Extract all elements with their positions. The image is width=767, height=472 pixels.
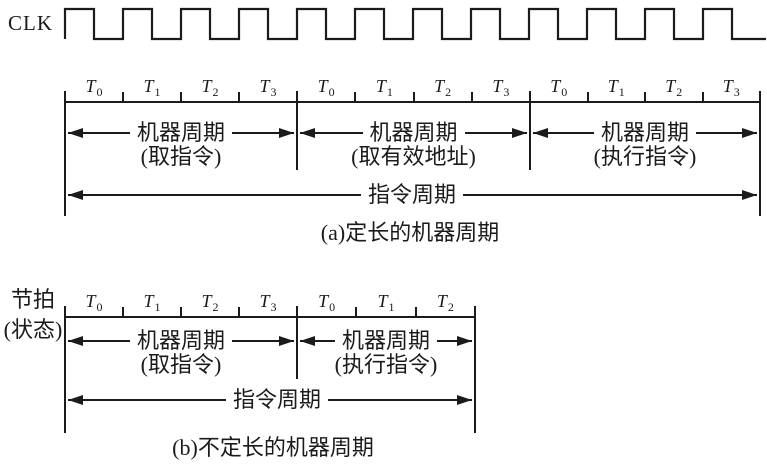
period-tick (701, 92, 704, 102)
period-tick (644, 92, 646, 102)
period-tick (122, 92, 124, 102)
t-period-label: T2 (201, 291, 219, 314)
arrowhead-right-icon (512, 128, 527, 138)
period-tick (122, 307, 124, 317)
period-tick (412, 92, 415, 102)
t-period-label: T0 (318, 291, 336, 314)
arrowhead-left-icon (68, 128, 83, 138)
section-edge-line (64, 91, 66, 216)
arrowhead-left-icon (68, 336, 83, 346)
machine-cycle-arrow (68, 132, 294, 134)
period-tick (180, 92, 182, 102)
arrowhead-right-icon (742, 128, 757, 138)
period-tick (586, 92, 589, 102)
instruction-cycle-label: 指令周期 (225, 387, 329, 413)
section-edge-line (474, 306, 476, 433)
machine-cycle-label: 机器周期 (129, 120, 233, 146)
period-tick (414, 307, 417, 317)
period-tick (354, 92, 357, 102)
beat-label-line1: 节拍 (10, 287, 55, 312)
instruction-cycle-arrow (68, 399, 472, 401)
arrowhead-left-icon (68, 190, 83, 200)
machine-cycle-arrow (300, 132, 527, 134)
clk-signal-label: CLK (8, 11, 53, 35)
t-period-label: T2 (201, 76, 219, 99)
ruler-line (65, 316, 475, 318)
period-tick (238, 92, 240, 102)
t-period-label: T0 (550, 76, 568, 99)
cycle-divider-line (296, 91, 298, 170)
arrowhead-right-icon (279, 128, 294, 138)
t-period-label: T1 (607, 76, 625, 99)
machine-cycle-label: 机器周期 (593, 120, 697, 146)
arrowhead-left-icon (300, 336, 315, 346)
t-period-label: T3 (259, 291, 277, 314)
machine-cycle-detail: (执行指令) (593, 144, 697, 169)
t-period-label: T2 (434, 76, 452, 99)
machine-cycle-detail: (取指令) (140, 144, 222, 169)
arrowhead-right-icon (457, 336, 472, 346)
section-caption: (a)定长的机器周期 (320, 220, 500, 245)
machine-cycle-detail: (执行指令) (334, 352, 438, 377)
cycle-divider-line (529, 91, 531, 170)
t-period-label: T0 (317, 76, 335, 99)
period-tick (355, 307, 358, 317)
t-period-label: T3 (492, 76, 510, 99)
arrowhead-right-icon (279, 336, 294, 346)
machine-cycle-arrow (533, 132, 757, 134)
t-period-label: T0 (85, 291, 103, 314)
cycle-divider-line (296, 306, 298, 379)
beat-label-line2: (状态) (3, 317, 63, 342)
clock-waveform-icon (63, 7, 766, 41)
t-period-label: T2 (436, 291, 454, 314)
arrowhead-left-icon (300, 128, 315, 138)
machine-cycle-detail: (取有效地址) (351, 144, 476, 169)
arrowhead-left-icon (68, 395, 83, 405)
instruction-cycle-arrow (68, 194, 757, 196)
t-period-label: T1 (375, 76, 393, 99)
t-period-label: T3 (722, 76, 740, 99)
period-tick (470, 92, 473, 102)
section-edge-line (759, 91, 761, 216)
machine-cycle-label: 机器周期 (362, 120, 465, 146)
instruction-cycle-label: 指令周期 (360, 182, 464, 208)
t-period-label: T1 (377, 291, 395, 314)
machine-cycle-arrow (68, 340, 294, 342)
period-tick (180, 307, 182, 317)
ruler-line (65, 101, 760, 103)
arrowhead-right-icon (742, 190, 757, 200)
t-period-label: T1 (143, 76, 161, 99)
section-caption: (b)不定长的机器周期 (172, 435, 374, 460)
machine-cycle-label: 机器周期 (334, 328, 438, 354)
arrowhead-left-icon (533, 128, 548, 138)
machine-cycle-label: 机器周期 (129, 328, 233, 354)
t-period-label: T0 (85, 76, 103, 99)
beat-state-label: 节拍 (状态) (0, 285, 66, 345)
t-period-label: T2 (665, 76, 683, 99)
arrowhead-right-icon (457, 395, 472, 405)
t-period-label: T1 (143, 291, 161, 314)
machine-cycle-detail: (取指令) (140, 352, 222, 377)
period-tick (238, 307, 240, 317)
t-period-label: T3 (259, 76, 277, 99)
machine-cycle-arrow (300, 340, 472, 342)
